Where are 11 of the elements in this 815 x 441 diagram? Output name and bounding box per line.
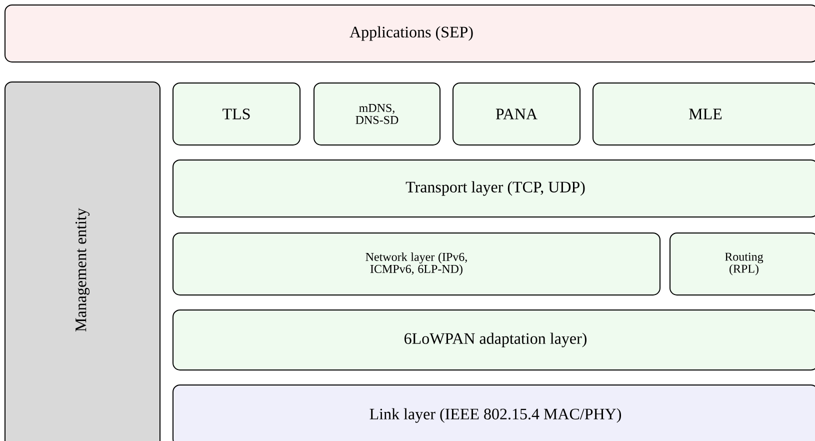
- layer-box: Applications (SEP): [4, 4, 815, 62]
- protocol-box: PANA: [452, 82, 580, 146]
- protocol-box: mDNS, DNS-SD: [314, 82, 440, 146]
- side-panel: Management entity: [4, 82, 160, 441]
- protocol-box: Routing (RPL): [670, 232, 815, 296]
- protocol-box: 6LoWPAN adaptation layer): [172, 309, 815, 370]
- protocol-box: Network layer (IPv6, ICMPv6, 6LP-ND): [172, 232, 660, 296]
- protocol-box: TLS: [172, 82, 300, 146]
- protocol-box: Link layer (IEEE 802.15.4 MAC/PHY): [172, 384, 815, 441]
- protocol-box: Transport layer (TCP, UDP): [172, 159, 815, 218]
- protocol-box: MLE: [592, 82, 815, 146]
